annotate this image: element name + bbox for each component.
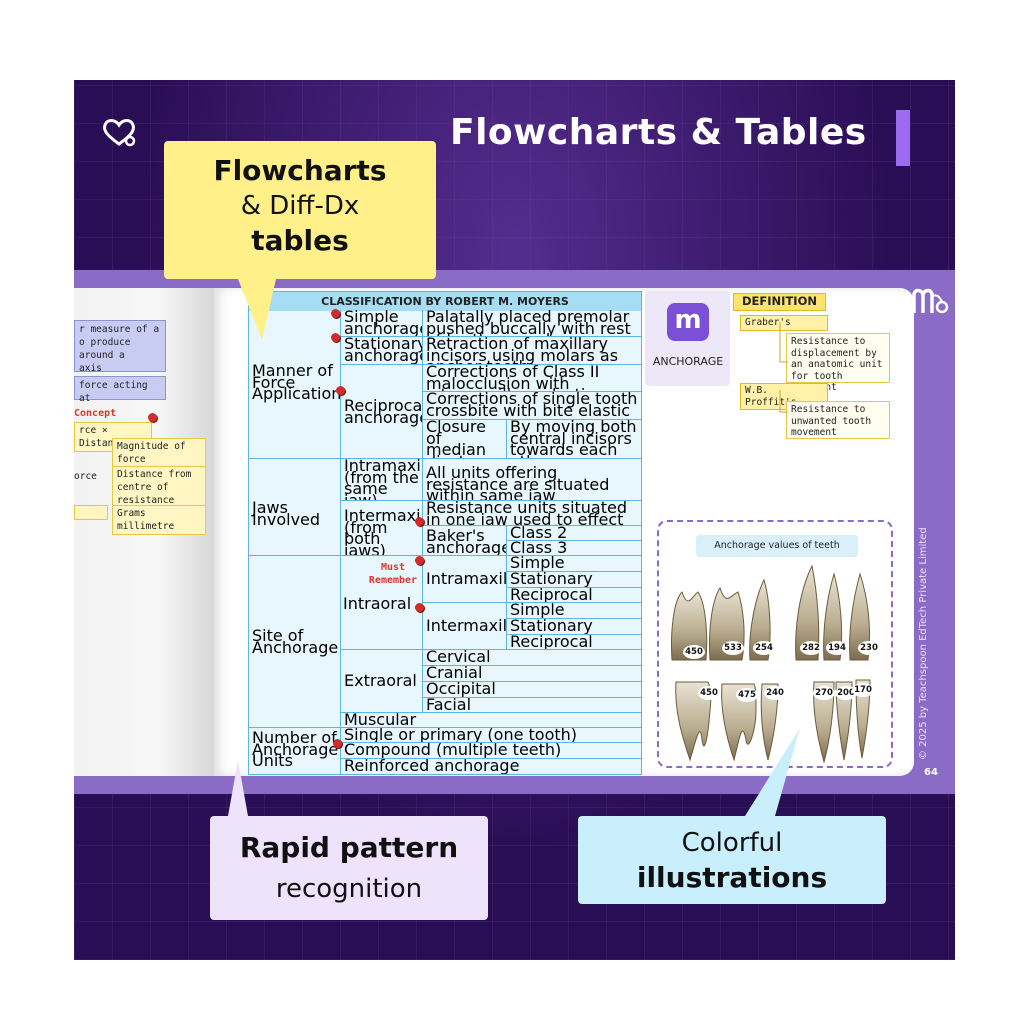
pattern-callout: Rapid pattern recognition: [210, 816, 488, 920]
callout-line: Rapid pattern: [239, 831, 459, 864]
title-accent-bar: [896, 110, 910, 166]
illustrations-callout: Colorful illustrations: [578, 816, 886, 904]
table-cell: Manner of Force Application: [248, 310, 340, 459]
table-cell: Palatally placed premolar pushed buccall…: [422, 310, 642, 337]
table-cell: Reciprocal: [506, 588, 642, 603]
table-cell: Intraoral: [343, 597, 412, 613]
table-cell: Retraction of maxillary incisors using m…: [422, 337, 642, 365]
table-cell: Simple anchorage: [340, 310, 422, 337]
tooth-value: 200: [835, 686, 857, 700]
pin-icon: [331, 333, 340, 342]
callout-line: & Diff-Dx: [240, 191, 360, 221]
force-label: orce: [74, 471, 97, 482]
concept-label: Concept: [74, 408, 117, 419]
table-cell: Intermaxillary: [422, 603, 506, 650]
brand-logo-icon: [103, 119, 136, 147]
table-cell: Intramaxillary (from the same jaw): [340, 459, 422, 501]
pin-icon: [415, 556, 424, 565]
magnitude-box: Magnitude of force: [112, 438, 206, 468]
table-cell: All units offering resistance are situat…: [422, 459, 642, 501]
callout-line: recognition: [275, 874, 423, 904]
tooth-value: 533: [722, 641, 744, 655]
grams-box: Grams millimetre: [112, 505, 206, 535]
stethoscope-logo-icon: m: [667, 303, 709, 341]
left-empty-box: [74, 505, 108, 520]
table-cell: Cervical: [422, 650, 642, 666]
table-cell: Compound (multiple teeth): [340, 743, 642, 759]
tooth-value: 270: [813, 686, 835, 700]
table-cell: Class 2: [506, 526, 642, 541]
table-cell: Closure of median diastema: [422, 420, 506, 459]
left-text: o produce: [79, 337, 131, 348]
tooth-value: 450: [698, 686, 720, 700]
table-cell: Intramaxillary: [422, 556, 506, 603]
table-cell: Stationary: [506, 572, 642, 588]
table-cell: Muscular: [340, 713, 642, 728]
left-text: around a: [79, 350, 125, 361]
table-cell: Simple: [506, 556, 642, 572]
pin-icon: [415, 603, 424, 612]
table-cell: Facial: [422, 698, 642, 713]
classification-table: CLASSIFICATION BY ROBERT M. MOYERS: [248, 291, 642, 775]
distance-box: Distance from centre of resistance: [112, 466, 206, 509]
tooth-value: 282: [800, 641, 822, 655]
tooth-value: 475: [736, 688, 758, 702]
table-cell: Extraoral: [340, 650, 422, 713]
teeth-illustration: [671, 564, 871, 764]
table-cell: Occipital: [422, 682, 642, 698]
table-cell: By moving both central incisors towards …: [506, 420, 642, 459]
graber-tag: Graber's: [740, 315, 828, 331]
page-title: Flowcharts & Tables: [450, 112, 867, 153]
table-cell: Intermaxillary (from both jaws): [340, 501, 422, 556]
proffit-definition: Resistance to unwanted tooth movement: [786, 401, 890, 439]
table-cell: Reciprocal: [506, 635, 642, 650]
definition-heading: DEFINITION: [733, 293, 826, 311]
table-cell: [340, 556, 422, 650]
table-cell: Site of Anchorage: [248, 556, 340, 728]
must-remember-label: Must Remember: [358, 561, 428, 587]
callout-line: tables: [251, 224, 349, 257]
table-title: CLASSIFICATION BY ROBERT M. MOYERS: [249, 292, 641, 311]
must-remember-text: Must Remember: [368, 562, 418, 586]
anchorage-label: ANCHORAGE: [652, 355, 724, 368]
flowcharts-callout: Flowcharts & Diff-Dx tables: [164, 141, 436, 279]
pin-icon: [415, 517, 424, 526]
connector-lines: [779, 322, 788, 413]
page-number: 64: [924, 767, 938, 778]
tooth-value: 230: [858, 641, 880, 655]
pin-icon: [336, 386, 345, 395]
table-cell: Resistance units situated in one jaw use…: [422, 501, 642, 526]
table-cell: Simple: [506, 603, 642, 619]
table-cell: Stationary anchorage: [340, 337, 422, 365]
left-text: r measure of a: [79, 324, 160, 335]
pin-icon: [148, 413, 157, 422]
teeth-title: Anchorage values of teeth: [696, 535, 858, 557]
pin-icon: [331, 309, 340, 318]
table-cell: Class 3: [506, 541, 642, 556]
left-text: axis: [79, 363, 102, 374]
table-cell: Reciprocal anchorage: [340, 365, 422, 459]
callout-line: Colorful: [681, 828, 783, 858]
table-cell: Cranial: [422, 666, 642, 682]
pin-icon: [333, 739, 342, 748]
table-cell: Number of Anchorage Units: [248, 728, 340, 775]
callout-line: Flowcharts: [213, 154, 387, 187]
tooth-value: 254: [753, 641, 775, 655]
page-logo-icon: [912, 288, 949, 314]
table-cell: Jaws Involved: [248, 459, 340, 556]
left-blue-box-2: force acting at: [74, 376, 166, 404]
tooth-value: 170: [852, 683, 874, 697]
table-cell: Baker's anchorage: [422, 526, 506, 556]
callout-line: illustrations: [636, 861, 828, 894]
table-cell: Single or primary (one tooth): [340, 728, 642, 743]
table-cell: Reinforced anchorage: [340, 759, 642, 775]
tooth-value: 450: [683, 645, 705, 659]
table-cell: Corrections of single tooth crossbite wi…: [422, 392, 642, 420]
table-cell: Stationary: [506, 619, 642, 635]
table-cell: Corrections of Class II malocclusion wit…: [422, 365, 642, 392]
tooth-value: 240: [764, 686, 786, 700]
tooth-value: 194: [826, 641, 848, 655]
left-blue-box: r measure of a o produce around a axis: [74, 320, 166, 374]
